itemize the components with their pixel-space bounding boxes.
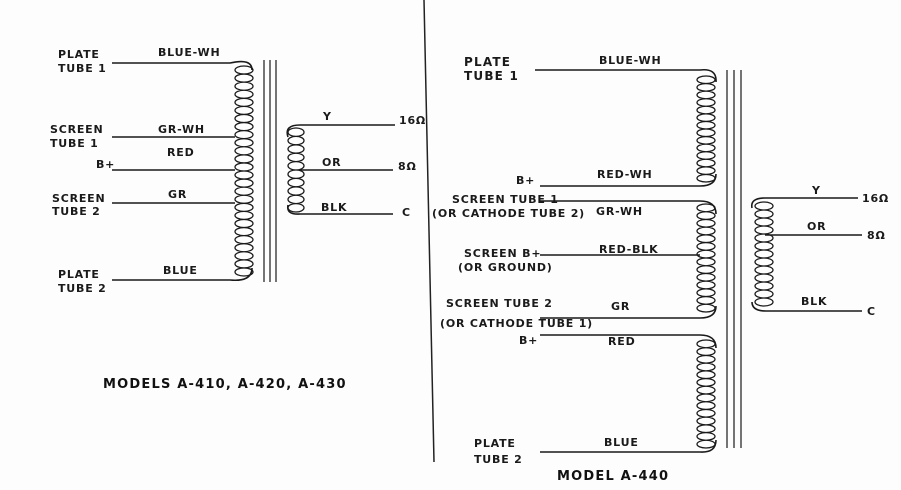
left-tap-16ohm: 16Ω: [399, 114, 426, 127]
left-label-plate-tube1-line1: PLATE: [58, 48, 100, 61]
right-label-screen-bplus-line2: (OR GROUND): [458, 261, 553, 274]
right-label-bplus-2: B+: [519, 334, 538, 347]
left-secondary-coil: [287, 127, 305, 213]
right-label-screen-bplus-line1: SCREEN B+: [464, 247, 541, 260]
right-wire-color-y: Y: [811, 184, 821, 197]
right-wire-16ohm: [750, 197, 858, 209]
left-label-plate-tube2-line1: PLATE: [58, 268, 100, 281]
diagram-divider: [423, 0, 435, 463]
left-wire-color-red: RED: [167, 146, 195, 159]
left-label-screen-tube2-line2: TUBE 2: [52, 205, 101, 218]
right-label-plate-tube2-line1: PLATE: [474, 437, 516, 450]
left-wire-plate-tube1: [112, 60, 253, 71]
left-label-screen-tube1-line1: SCREEN: [50, 123, 104, 136]
left-wire-color-blue-wh: BLUE-WH: [158, 46, 220, 59]
left-transformer: [234, 60, 305, 282]
right-wire-bplus-red: [540, 334, 717, 349]
left-wire-16ohm: [286, 124, 395, 138]
left-label-screen-tube2-line1: SCREEN: [52, 192, 106, 205]
right-diagram-title: MODEL A-440: [557, 469, 669, 484]
left-tap-8ohm: 8Ω: [398, 160, 417, 173]
right-wire-color-red-wh: RED-WH: [597, 168, 653, 181]
left-wire-color-blue: BLUE: [163, 264, 198, 277]
right-primary-coil-lower: [696, 339, 716, 449]
left-wire-color-y: Y: [322, 110, 332, 123]
right-wire-color-blue-wh: BLUE-WH: [599, 54, 661, 67]
left-label-bplus: B+: [96, 158, 115, 171]
right-label-plate-tube2-line2: TUBE 2: [474, 453, 523, 466]
right-wire-color-blue: BLUE: [604, 436, 639, 449]
right-label-screen-tube2-line2: (OR CATHODE TUBE 1): [440, 317, 593, 330]
left-wire-color-gr: GR: [168, 188, 187, 201]
right-wire-screen-tube1: [540, 200, 717, 215]
right-label-screen-tube1-line2: (OR CATHODE TUBE 2): [432, 207, 585, 220]
right-wire-color-gr-wh: GR-WH: [596, 205, 643, 218]
right-wire-plate-tube2: [540, 439, 717, 453]
right-wire-color-or: OR: [807, 220, 826, 233]
left-wire-color-or: OR: [322, 156, 341, 169]
left-label-screen-tube1-line2: TUBE 1: [50, 137, 99, 150]
right-wire-color-blk: BLK: [801, 295, 827, 308]
right-wire-common: [751, 301, 862, 312]
right-label-screen-tube1-line1: SCREEN TUBE 1: [452, 193, 559, 206]
left-primary-coil: [234, 65, 254, 277]
left-wire-color-blk: BLK: [321, 201, 347, 214]
right-label-plate-tube1-line2: TUBE 1: [464, 69, 519, 83]
right-wire-screen-tube2: [540, 305, 717, 319]
right-label-screen-tube2-line1: SCREEN TUBE 2: [446, 297, 553, 310]
right-label-plate-tube1-line1: PLATE: [464, 55, 511, 69]
left-label-plate-tube1-line2: TUBE 1: [58, 62, 107, 75]
right-transformer: [696, 70, 774, 449]
right-secondary-coil: [754, 201, 774, 307]
left-label-plate-tube2-line2: TUBE 2: [58, 282, 107, 295]
left-wire-plate-tube2: [112, 267, 253, 282]
right-tap-common: C: [867, 305, 876, 318]
right-wire-plate-tube1: [535, 68, 717, 83]
left-diagram-title: MODELS A-410, A-420, A-430: [103, 377, 347, 392]
right-wire-color-red-blk: RED-BLK: [599, 243, 658, 256]
left-tap-common: C: [402, 206, 411, 219]
left-wire-common: [286, 204, 393, 215]
right-wire-color-red: RED: [608, 335, 636, 348]
right-primary-coil-upper: [696, 75, 716, 183]
left-wire-color-gr-wh: GR-WH: [158, 123, 205, 136]
right-wire-color-gr: GR: [611, 300, 630, 313]
right-primary-coil-middle: [696, 203, 716, 313]
right-wire-bplus-red-wh: [540, 173, 717, 187]
right-label-bplus-1: B+: [516, 174, 535, 187]
right-tap-16ohm: 16Ω: [862, 192, 889, 205]
right-tap-8ohm: 8Ω: [867, 229, 886, 242]
